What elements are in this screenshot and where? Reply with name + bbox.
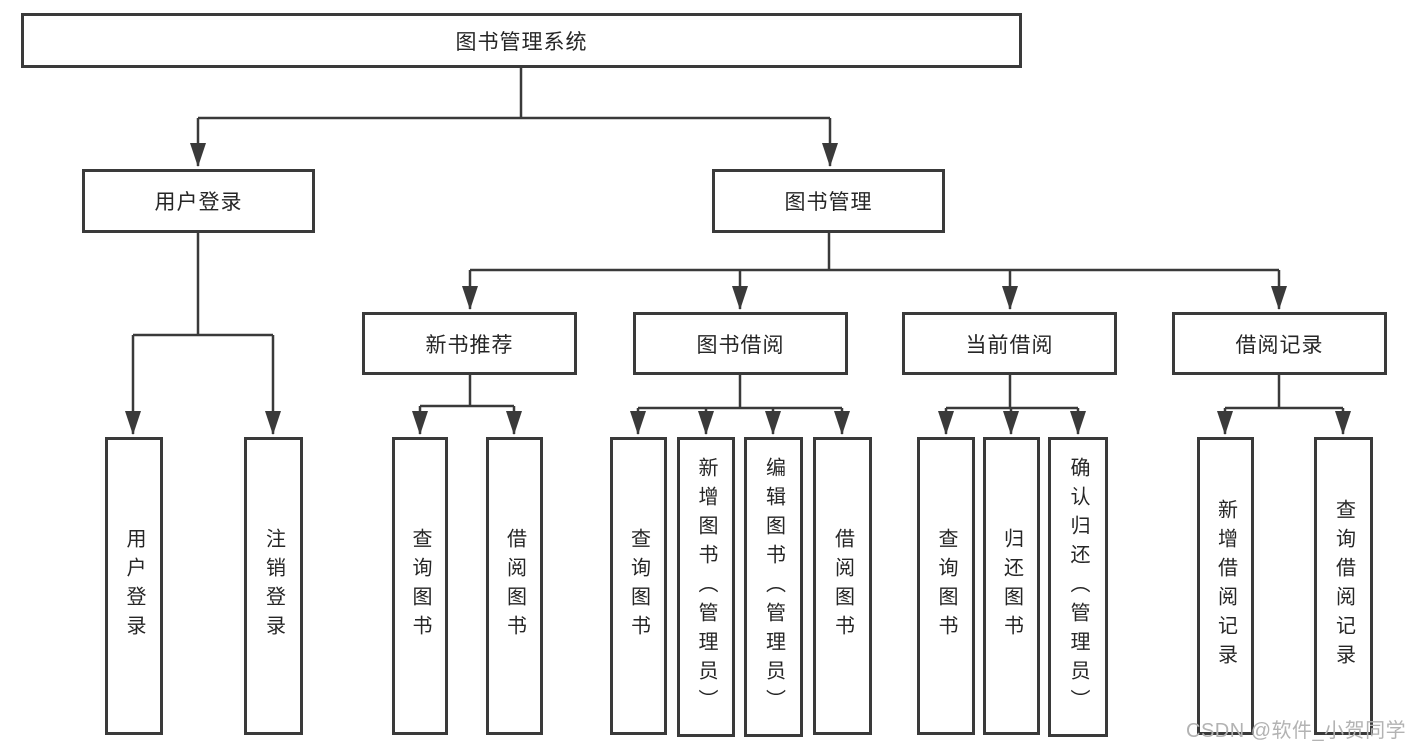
node-root-label: 图书管理系统 (455, 30, 588, 54)
connector-root (190, 68, 838, 167)
node-borrow-books-action-label: 借阅图书 (831, 528, 854, 644)
node-confirm-return-admin-label: 确认归还（管理员） (1067, 456, 1089, 718)
node-add-book-admin: 新增图书（管理员） (677, 437, 735, 737)
node-borrow-books-action: 借阅图书 (813, 437, 872, 735)
node-borrow-books-recommend: 借阅图书 (486, 437, 543, 735)
node-query-books-recommend: 查询图书 (392, 437, 448, 735)
node-query-books-current-label: 查询图书 (935, 528, 957, 644)
node-query-books-borrow: 查询图书 (610, 437, 667, 735)
node-new-book-recommend: 新书推荐 (362, 312, 577, 375)
node-query-books-recommend-label: 查询图书 (409, 528, 431, 644)
node-book-mgmt: 图书管理 (712, 169, 945, 233)
connector-borrow-records (1217, 375, 1351, 435)
node-user-login: 用户登录 (82, 169, 315, 233)
node-book-mgmt-label: 图书管理 (784, 191, 873, 214)
node-edit-book-admin: 编辑图书（管理员） (744, 437, 803, 737)
node-query-borrow-record-label: 查询借阅记录 (1332, 499, 1355, 673)
node-add-borrow-record: 新增借阅记录 (1197, 437, 1254, 735)
node-user-login-action: 用户登录 (105, 437, 163, 735)
node-logout-action: 注销登录 (244, 437, 303, 735)
connector-book-borrow (630, 375, 850, 435)
node-edit-book-admin-label: 编辑图书（管理员） (762, 456, 785, 718)
node-confirm-return-admin: 确认归还（管理员） (1048, 437, 1108, 737)
csdn-watermark: CSDN @软件_小贺同学 (1186, 720, 1405, 742)
node-root: 图书管理系统 (21, 13, 1022, 68)
node-add-borrow-record-label: 新增借阅记录 (1214, 499, 1237, 673)
node-current-borrow: 当前借阅 (902, 312, 1117, 375)
node-user-login-action-label: 用户登录 (123, 528, 145, 644)
node-current-borrow-label: 当前借阅 (965, 333, 1054, 357)
node-borrow-records: 借阅记录 (1172, 312, 1387, 375)
node-book-borrow: 图书借阅 (633, 312, 848, 375)
connector-book-mgmt (462, 233, 1287, 310)
node-user-login-label: 用户登录 (154, 191, 243, 214)
node-query-books-current: 查询图书 (917, 437, 975, 735)
node-new-book-recommend-label: 新书推荐 (425, 333, 514, 357)
connector-new-book (412, 375, 522, 435)
node-add-book-admin-label: 新增图书（管理员） (695, 456, 717, 718)
node-logout-action-label: 注销登录 (262, 528, 285, 644)
node-return-book: 归还图书 (983, 437, 1040, 735)
node-borrow-records-label: 借阅记录 (1235, 333, 1324, 357)
connector-current-borrow (938, 375, 1086, 435)
node-return-book-label: 归还图书 (1000, 528, 1023, 644)
node-query-books-borrow-label: 查询图书 (627, 528, 650, 644)
node-borrow-books-recommend-label: 借阅图书 (503, 528, 526, 644)
node-query-borrow-record: 查询借阅记录 (1314, 437, 1373, 735)
node-book-borrow-label: 图书借阅 (696, 333, 785, 357)
connector-user-login (125, 233, 281, 435)
